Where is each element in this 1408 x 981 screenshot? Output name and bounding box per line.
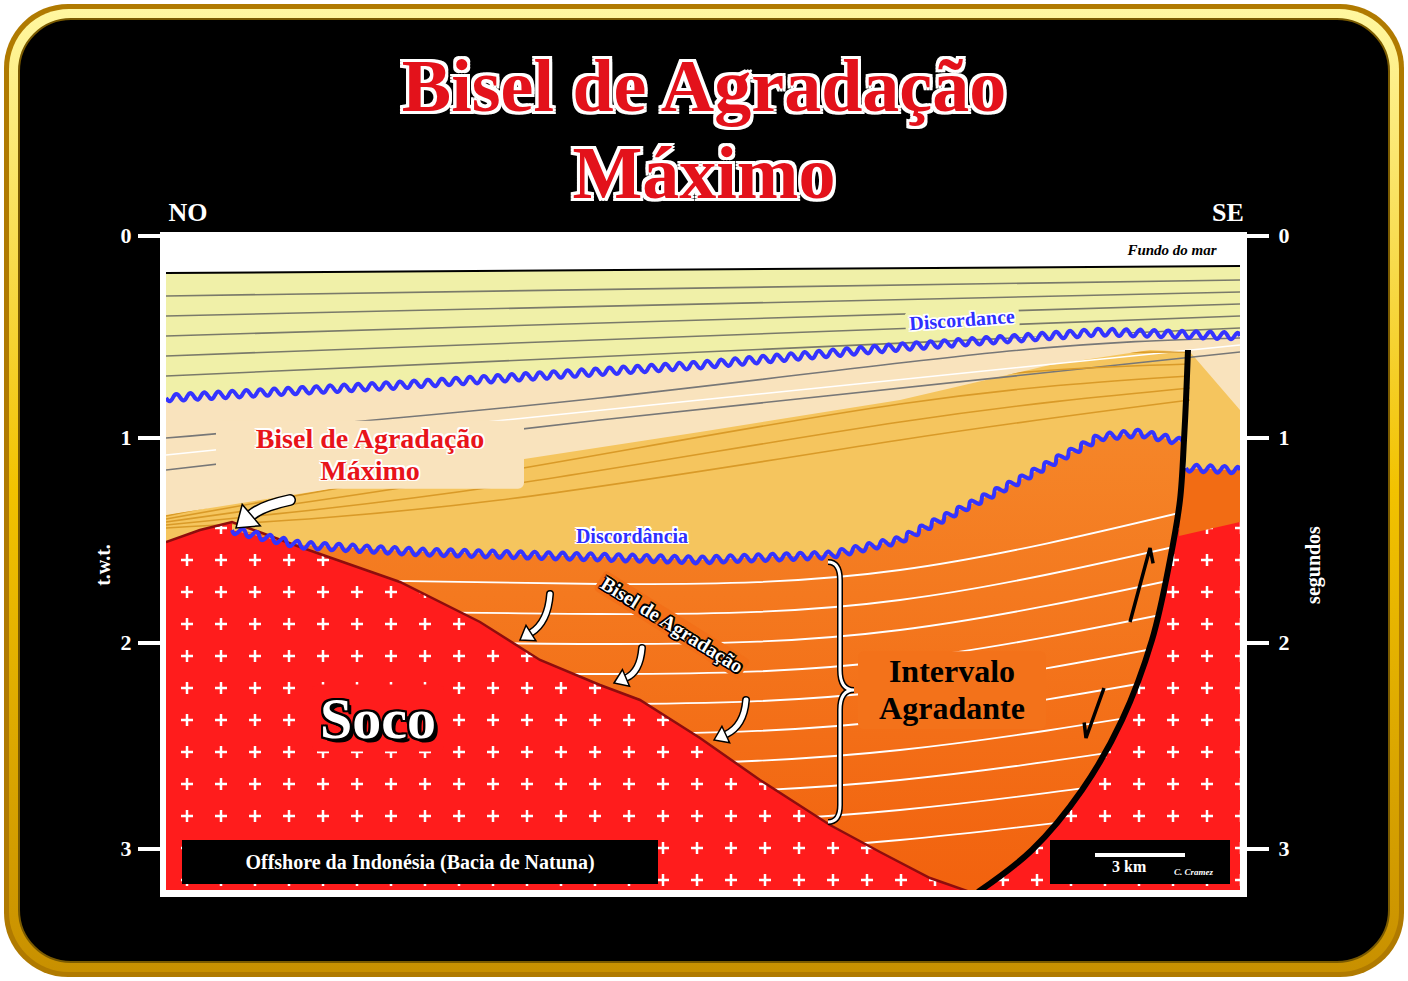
- footwall-layer: [1179, 468, 1240, 536]
- fault-line: [978, 350, 1188, 890]
- interval-label: Intervalo Agradante: [858, 651, 1046, 729]
- arrow-head: [714, 726, 730, 742]
- basement-surface: [166, 522, 970, 890]
- author-credit: C. Cramez: [1174, 868, 1213, 877]
- tick: [138, 847, 160, 851]
- scale-box: 3 km C. Cramez: [1050, 840, 1230, 884]
- callout-arrow: [236, 500, 290, 528]
- axis-tick-label: 2: [121, 630, 132, 656]
- arrow-head: [520, 625, 536, 640]
- tick: [1247, 436, 1269, 440]
- callout-label: Bisel de Agradação Máximo: [216, 421, 524, 489]
- arrow-body: [531, 594, 550, 633]
- tick: [138, 436, 160, 440]
- seabed-line: [166, 266, 1240, 273]
- discordance-label: Discordância: [572, 525, 692, 548]
- arrow-body: [726, 700, 746, 735]
- axis-tick-label: 0: [1279, 223, 1290, 249]
- tick: [138, 234, 160, 238]
- scale-text: 3 km: [1112, 859, 1146, 875]
- reflectors-lower: [166, 352, 1190, 528]
- fault-motion-arrow: [1130, 548, 1153, 622]
- annotation-marks: [236, 500, 1153, 822]
- callout-arrow: [520, 594, 550, 641]
- axis-tick-label: 1: [121, 425, 132, 451]
- direction-label: NO: [169, 198, 208, 228]
- frame-gold: [9, 9, 1399, 972]
- title: Bisel de Agradação Máximo: [324, 43, 1084, 218]
- arrow-outline: [251, 500, 290, 515]
- reflector: [166, 352, 1190, 516]
- axis-tick-label: 2: [1279, 630, 1290, 656]
- reflector: [166, 280, 1240, 296]
- geology: [166, 266, 1240, 890]
- fault-motion-arrow: [1084, 688, 1104, 738]
- arrow-outline: [531, 594, 550, 633]
- arrow-body: [626, 648, 642, 678]
- tick: [138, 641, 160, 645]
- plot-area: [160, 232, 1247, 897]
- axis-tick-label: 0: [121, 223, 132, 249]
- reflector: [166, 304, 1240, 336]
- frame-background: [19, 19, 1389, 962]
- frame-outer: [4, 4, 1404, 977]
- axis-tick-label: 1: [1279, 425, 1290, 451]
- reflector: [166, 388, 1190, 525]
- tick: [1247, 234, 1269, 238]
- direction-label: SE: [1212, 198, 1244, 228]
- arrow-outline: [726, 700, 746, 735]
- callout-arrow: [714, 700, 746, 743]
- aggradational-basin: [232, 433, 1184, 890]
- axis-title: t.w.t.: [92, 544, 115, 586]
- discordance-line: [1186, 465, 1240, 473]
- seabed-label: Fundo do mar: [1127, 242, 1216, 259]
- scale-bar: [1095, 853, 1185, 857]
- arrow-body: [251, 500, 290, 515]
- reflector: [166, 376, 1190, 522]
- arrow-head: [236, 504, 260, 528]
- brace: [828, 562, 854, 822]
- arrow-outline: [626, 648, 642, 678]
- reflector: [166, 292, 1240, 316]
- discordance-line: [166, 329, 1240, 402]
- basement-label: Soco: [312, 685, 444, 752]
- reflector: [200, 772, 1200, 824]
- axis-title: segundos: [1302, 526, 1325, 604]
- tick: [1247, 847, 1269, 851]
- axis-tick-label: 3: [1279, 836, 1290, 862]
- axis-tick-label: 3: [121, 836, 132, 862]
- callout-arrow: [614, 648, 642, 686]
- brace-outline: [828, 562, 854, 822]
- arrow-head: [614, 670, 630, 687]
- reflector: [200, 541, 1200, 614]
- location-box: Offshore da Indonésia (Bacia de Natuna): [182, 840, 658, 884]
- location-text: Offshore da Indonésia (Bacia de Natuna): [182, 840, 658, 884]
- tick: [1247, 641, 1269, 645]
